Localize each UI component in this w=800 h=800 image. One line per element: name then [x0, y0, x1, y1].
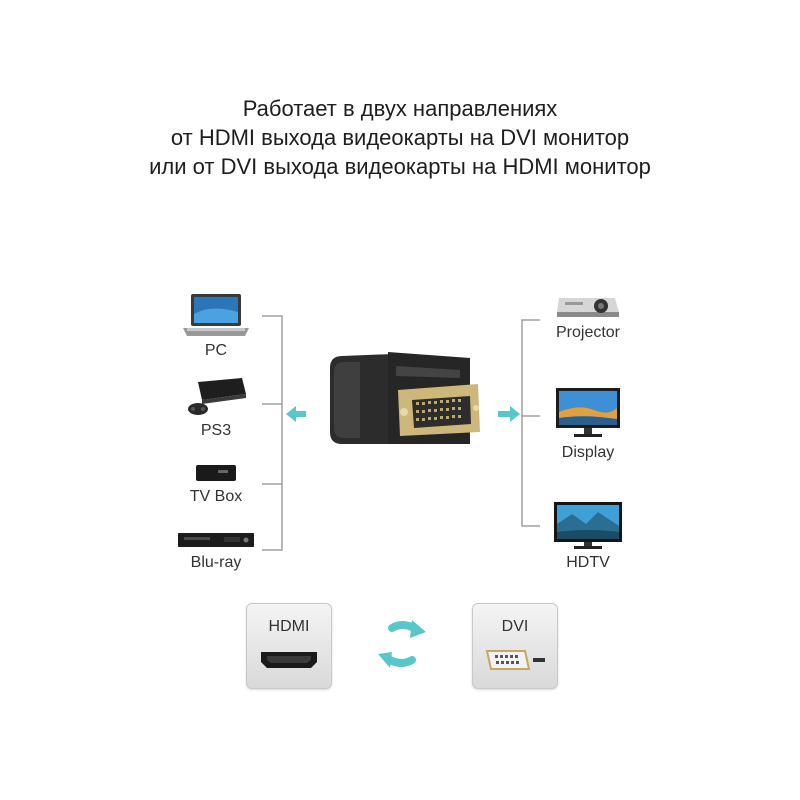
laptop-icon	[183, 294, 249, 336]
display-hdtv: HDTV	[548, 500, 628, 572]
dvi-port-card: DVI	[472, 603, 558, 689]
right-bracket-line	[521, 319, 540, 527]
game-console-icon	[188, 378, 246, 415]
dvi-port-label: DVI	[501, 618, 529, 635]
left-arrow-icon	[286, 406, 306, 422]
source-tv-box: TV Box	[176, 462, 256, 506]
tv-icon	[554, 502, 622, 549]
display-monitor: Display	[548, 386, 628, 462]
dvi-port-icon	[485, 650, 545, 670]
source-label-tv-box: TV Box	[189, 488, 243, 505]
tv-box-icon	[196, 465, 236, 481]
headline-line-1: Работает в двух направлениях	[242, 96, 558, 121]
source-ps3: PS3	[176, 376, 256, 440]
projector-icon	[557, 298, 619, 317]
display-label-monitor: Display	[561, 444, 615, 461]
hdmi-port-label: HDMI	[268, 618, 310, 635]
headline-line-3: или от DVI выхода видеокарты на HDMI мон…	[149, 154, 651, 179]
source-pc: PC	[176, 292, 256, 360]
right-arrow-icon	[498, 406, 520, 422]
hdmi-port-card: HDMI	[246, 603, 332, 689]
display-label-projector: Projector	[555, 324, 621, 341]
source-label-ps3: PS3	[200, 422, 232, 439]
hdmi-port-icon	[261, 652, 317, 668]
source-label-blu-ray: Blu-ray	[190, 554, 242, 571]
display-projector: Projector	[548, 292, 628, 342]
source-label-pc: PC	[204, 342, 228, 359]
blu-ray-player-icon	[178, 533, 254, 547]
monitor-icon	[556, 388, 620, 437]
display-label-hdtv: HDTV	[566, 554, 610, 571]
headline-line-2: от HDMI выхода видеокарты на DVI монитор	[170, 125, 630, 150]
source-blu-ray: Blu-ray	[170, 530, 262, 572]
headline: Работает в двух направлениях от HDMI вых…	[0, 94, 800, 181]
left-bracket-line	[262, 315, 283, 551]
